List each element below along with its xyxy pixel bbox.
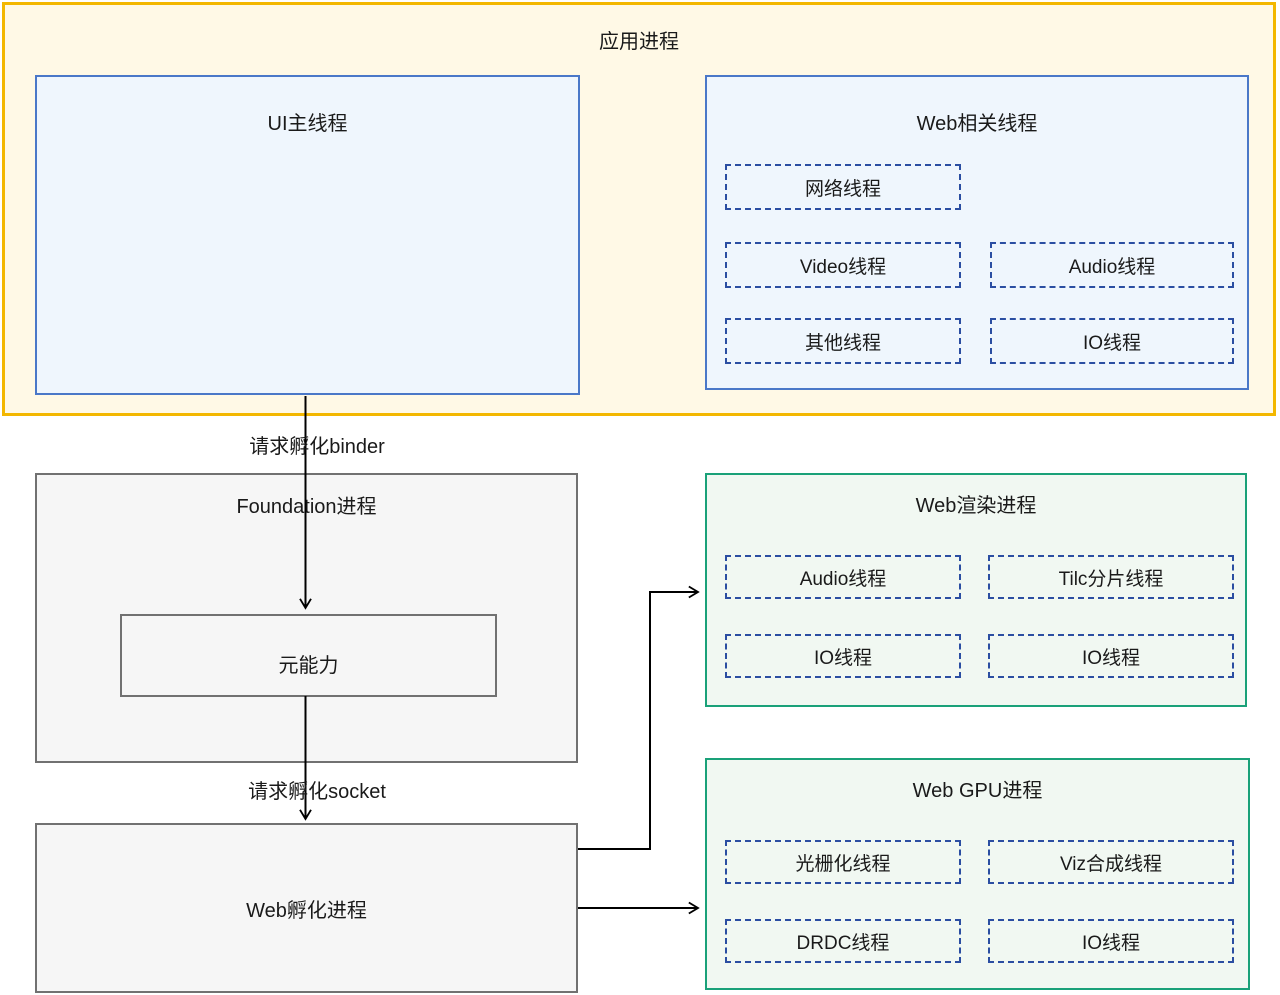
gpu-thread-raster: 光栅化线程 [725, 840, 961, 884]
edge-label-binder: 请求孵化binder [249, 436, 385, 458]
render-thread-tile: Tilc分片线程 [988, 555, 1234, 599]
meta-ability-label: 元能力 [278, 654, 339, 677]
web-spawn-process-title: Web孵化进程 [246, 899, 367, 922]
gpu-thread-drdc: DRDC线程 [725, 919, 961, 963]
ui-main-thread-title: UI主线程 [267, 113, 348, 135]
web-spawn-process-box: Web孵化进程 [35, 823, 578, 993]
web-render-process-title: Web渲染进程 [915, 495, 1037, 517]
thread-video: Video线程 [725, 242, 961, 288]
web-render-process-box: Web渲染进程 Audio线程 Tilc分片线程 IO线程 IO线程 [705, 473, 1247, 707]
web-related-threads-box: Web相关线程 网络线程 Video线程 Audio线程 其他线程 IO线程 [705, 75, 1249, 390]
meta-ability-box: 元能力 [120, 614, 497, 697]
gpu-thread-viz: Viz合成线程 [988, 840, 1234, 884]
render-thread-io-1: IO线程 [725, 634, 961, 678]
web-gpu-process-box: Web GPU进程 光栅化线程 Viz合成线程 DRDC线程 IO线程 [705, 758, 1250, 990]
thread-io: IO线程 [990, 318, 1234, 364]
edge-label-socket: 请求孵化socket [248, 781, 386, 803]
thread-other: 其他线程 [725, 318, 961, 364]
gpu-thread-io: IO线程 [988, 919, 1234, 963]
render-thread-audio: Audio线程 [725, 555, 961, 599]
web-related-threads-title: Web相关线程 [916, 113, 1038, 135]
foundation-process-title: Foundation进程 [236, 496, 377, 518]
thread-network: 网络线程 [725, 164, 961, 210]
ui-main-thread-box: UI主线程 [35, 75, 580, 395]
web-gpu-process-title: Web GPU进程 [912, 780, 1043, 802]
foundation-process-box: Foundation进程 元能力 [35, 473, 578, 763]
render-thread-io-2: IO线程 [988, 634, 1234, 678]
app-process-title: 应用进程 [599, 31, 679, 53]
thread-audio: Audio线程 [990, 242, 1234, 288]
arrow-web-spawn-to-web-render [578, 585, 700, 850]
